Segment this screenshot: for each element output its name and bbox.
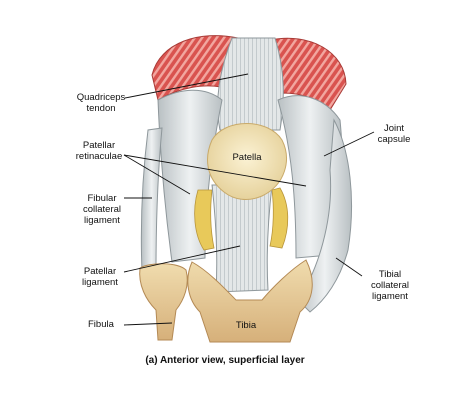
- leader-patellar-ligament: [123, 245, 241, 273]
- label-patella: Patella: [232, 152, 262, 163]
- label-tibial-collateral-ligament: Tibial collateral ligament: [370, 269, 410, 302]
- label-joint-capsule: Joint capsule: [377, 123, 411, 145]
- right-fat-pad: [269, 187, 289, 249]
- leader-lines: [123, 73, 375, 326]
- figure-caption: (a) Anterior view, superficial layer: [145, 355, 305, 366]
- leader-joint-capsule: [323, 131, 375, 157]
- leader-tibial-collateral-ligament: [335, 257, 363, 277]
- label-patellar-retinaculae: Patellar retinaculae: [75, 140, 123, 162]
- fibular-collateral-ligament: [140, 127, 163, 273]
- patella-bone: [207, 123, 287, 200]
- patellar-ligament: [211, 184, 273, 293]
- leader-quadriceps-tendon: [124, 73, 249, 99]
- leader-patellar-retinaculae-left: [123, 154, 191, 195]
- left-fat-pad: [194, 189, 215, 251]
- right-quadriceps-muscle: [269, 37, 347, 111]
- label-fibular-collateral-ligament: Fibular collateral ligament: [82, 193, 122, 226]
- quadriceps-tendon: [217, 37, 284, 131]
- label-patellar-ligament: Patellar ligament: [82, 266, 118, 288]
- label-fibula: Fibula: [88, 319, 114, 330]
- leader-fibula: [123, 322, 173, 326]
- label-quadriceps-tendon: Quadriceps tendon: [76, 92, 126, 114]
- fibula-bone: [139, 263, 188, 341]
- tibia-bone: [187, 259, 313, 343]
- leader-patellar-retinaculae-right: [123, 154, 307, 187]
- tibial-collateral-ligament: [297, 118, 352, 313]
- label-tibia: Tibia: [235, 320, 257, 331]
